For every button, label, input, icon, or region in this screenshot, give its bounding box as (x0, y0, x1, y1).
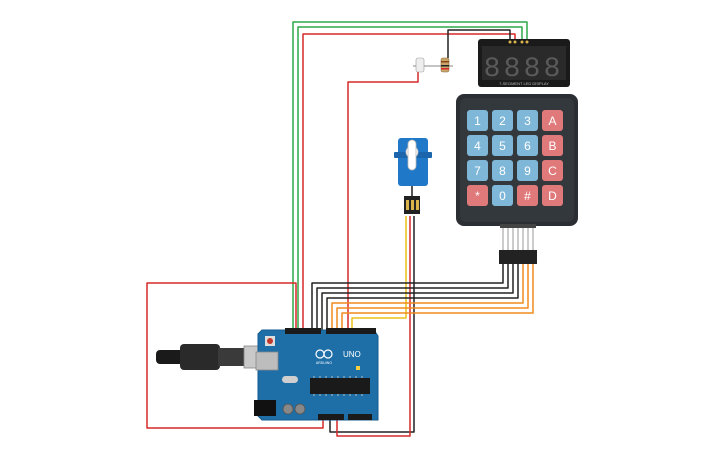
key-label: # (524, 189, 531, 203)
wire-keypad-7[interactable] (341, 264, 534, 332)
key-2[interactable]: 2 (492, 110, 513, 131)
keypad-header (499, 250, 537, 264)
key-label: 9 (524, 164, 531, 178)
wire-keypad-5[interactable] (331, 264, 524, 332)
key-label: B (548, 139, 556, 153)
display-label: 7-SEGMENT LED DISPLAY (499, 81, 549, 86)
display-digit: 8 (504, 54, 521, 85)
wire-red-resistor[interactable] (347, 65, 419, 332)
key-*[interactable]: * (467, 185, 488, 206)
key-label: 6 (524, 139, 531, 153)
display-digit: 8 (484, 54, 501, 85)
keypad[interactable]: 1 2 3 A 4 5 6 B 7 8 9 C * 0 # D (456, 94, 578, 264)
key-label: 1 (474, 114, 481, 128)
key-9[interactable]: 9 (517, 160, 538, 181)
wire-keypad-3[interactable] (321, 264, 514, 332)
key-D[interactable]: D (542, 185, 563, 206)
wire-keypad-4[interactable] (326, 264, 519, 332)
key-4[interactable]: 4 (467, 135, 488, 156)
key-label: 7 (474, 164, 481, 178)
key-1[interactable]: 1 (467, 110, 488, 131)
wire-red-power[interactable] (146, 282, 324, 429)
key-label: 0 (499, 189, 506, 203)
led-icon[interactable] (415, 57, 425, 73)
key-#[interactable]: # (517, 185, 538, 206)
servo-icon[interactable] (394, 138, 432, 214)
display-digit: 8 (524, 54, 541, 85)
key-7[interactable]: 7 (467, 160, 488, 181)
wire-green-1[interactable] (292, 21, 528, 332)
key-label: 2 (499, 114, 506, 128)
display-digit: 8 (544, 54, 561, 85)
wire-red-servo[interactable] (336, 216, 411, 437)
key-C[interactable]: C (542, 160, 563, 181)
key-A[interactable]: A (542, 110, 563, 131)
key-5[interactable]: 5 (492, 135, 513, 156)
wires (146, 21, 534, 437)
key-B[interactable]: B (542, 135, 563, 156)
key-label: 8 (499, 164, 506, 178)
wire-yellow-servo[interactable] (351, 216, 407, 332)
key-label: A (548, 114, 556, 128)
key-label: * (475, 189, 480, 203)
key-label: 4 (474, 139, 481, 153)
key-label: 5 (499, 139, 506, 153)
arduino-uno-board[interactable]: UNO ARDUINO (254, 328, 379, 421)
wire-green-2[interactable] (297, 26, 523, 332)
key-3[interactable]: 3 (517, 110, 538, 131)
wire-black-display[interactable] (447, 29, 511, 58)
key-6[interactable]: 6 (517, 135, 538, 156)
wire-black-servo[interactable] (329, 216, 415, 433)
board-brand-label: ARDUINO (316, 361, 332, 365)
resistor-icon[interactable] (413, 57, 453, 73)
wire-red-display[interactable] (302, 33, 516, 332)
key-label: 3 (524, 114, 531, 128)
key-0[interactable]: 0 (492, 185, 513, 206)
wire-keypad-6[interactable] (336, 264, 529, 332)
key-label: C (548, 164, 557, 178)
wire-keypad-2[interactable] (316, 264, 509, 332)
key-8[interactable]: 8 (492, 160, 513, 181)
arduino-logo (315, 349, 333, 359)
board-model-label: UNO (343, 350, 361, 359)
usb-cable-icon[interactable] (156, 344, 279, 370)
keypad-keys: 1 2 3 A 4 5 6 B 7 8 9 C * 0 # D (467, 110, 563, 206)
key-label: D (548, 189, 557, 203)
wire-keypad-1[interactable] (311, 264, 504, 332)
